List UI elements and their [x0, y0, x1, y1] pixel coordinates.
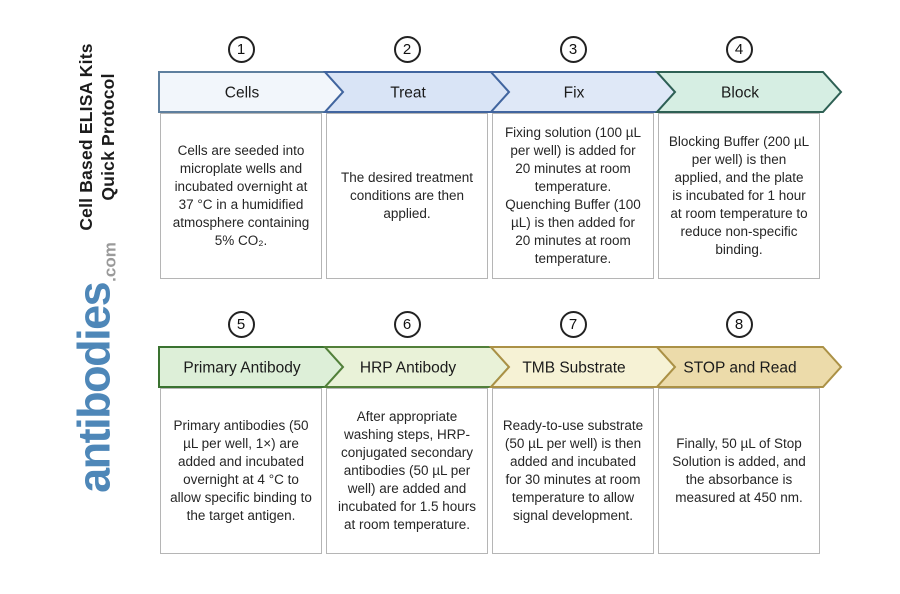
step-description-box: Cells are seeded into microplate wells a…: [160, 113, 322, 279]
page-title-line2: Quick Protocol: [98, 73, 118, 201]
step-number-row: 5 6 7 8: [158, 311, 846, 339]
step-description-box: Ready-to-use substrate (50 µL per well) …: [492, 388, 654, 554]
antibodies-logo: antibodies.com: [68, 242, 120, 493]
step-badge-cell: 2: [324, 36, 490, 64]
step-arrow-row: Cells Treat Fix Block: [158, 71, 843, 113]
flow-row-1: 1 2 3 4 Cells Treat Fix Block Cells are seeded…: [158, 36, 846, 279]
flow-row-2: 5 6 7 8 Primary Antibody HRP Antibody TMB Sub…: [158, 311, 846, 554]
step-number-badge: 1: [227, 36, 255, 63]
step-label: Fix: [564, 85, 585, 102]
step-description-box: Finally, 50 µL of Stop Solution is added…: [658, 388, 820, 554]
page-title: Cell Based ELISA Kits Quick Protocol: [75, 43, 119, 230]
step-description: Finally, 50 µL of Stop Solution is added…: [672, 436, 806, 505]
step-label: HRP Antibody: [360, 360, 456, 377]
step-arrow-row: Primary Antibody HRP Antibody TMB Substrat…: [158, 346, 843, 388]
step-number-badge: 7: [559, 311, 587, 338]
step-number-badge: 4: [725, 36, 753, 63]
step-description: After appropriate washing steps, HRP-con…: [337, 409, 477, 532]
step-label: Treat: [390, 85, 426, 102]
step-description: Ready-to-use substrate (50 µL per well) …: [502, 418, 644, 523]
step-label: Cells: [225, 85, 260, 102]
protocol-flow: 1 2 3 4 Cells Treat Fix Block Cells are seeded…: [158, 36, 846, 554]
logo-domain-suffix: .com: [100, 242, 120, 282]
step-label: Block: [721, 85, 759, 102]
step-number-row: 1 2 3 4: [158, 36, 846, 64]
logo-wordmark: antibodies: [68, 282, 120, 493]
step-number-badge: 3: [559, 36, 587, 63]
step-description-box: Blocking Buffer (200 µL per well) is the…: [658, 113, 820, 279]
step-badge-cell: 3: [490, 36, 656, 64]
step-description: Primary antibodies (50 µL per well, 1×) …: [170, 418, 312, 523]
step-badge-cell: 6: [324, 311, 490, 339]
step-badge-cell: 5: [158, 311, 324, 339]
step-description-row: Primary antibodies (50 µL per well, 1×) …: [158, 388, 846, 554]
page-title-line1: Cell Based ELISA Kits: [76, 43, 96, 231]
step-description-box: After appropriate washing steps, HRP-con…: [326, 388, 488, 554]
step-badge-cell: 7: [490, 311, 656, 339]
step-badge-cell: 8: [656, 311, 822, 339]
step-description-box: The desired treatment conditions are the…: [326, 113, 488, 279]
step-label: STOP and Read: [683, 360, 796, 377]
step-arrow-shape: [654, 346, 843, 388]
step-badge-cell: 4: [656, 36, 822, 64]
step-description-box: Fixing solution (100 µL per well) is add…: [492, 113, 654, 279]
step-number-badge: 5: [227, 311, 255, 338]
step-label: TMB Substrate: [522, 360, 625, 377]
step-arrow-shape: [654, 71, 843, 113]
step-description: The desired treatment conditions are the…: [340, 170, 474, 221]
step-label: Primary Antibody: [183, 360, 300, 377]
step-number-badge: 6: [393, 311, 421, 338]
step-description: Cells are seeded into microplate wells a…: [172, 143, 310, 248]
step-badge-cell: 1: [158, 36, 324, 64]
step-description-row: Cells are seeded into microplate wells a…: [158, 113, 846, 279]
step-description: Fixing solution (100 µL per well) is add…: [504, 125, 642, 266]
step-description-box: Primary antibodies (50 µL per well, 1×) …: [160, 388, 322, 554]
step-number-badge: 2: [393, 36, 421, 63]
step-number-badge: 8: [725, 311, 753, 338]
step-description: Blocking Buffer (200 µL per well) is the…: [668, 134, 810, 257]
